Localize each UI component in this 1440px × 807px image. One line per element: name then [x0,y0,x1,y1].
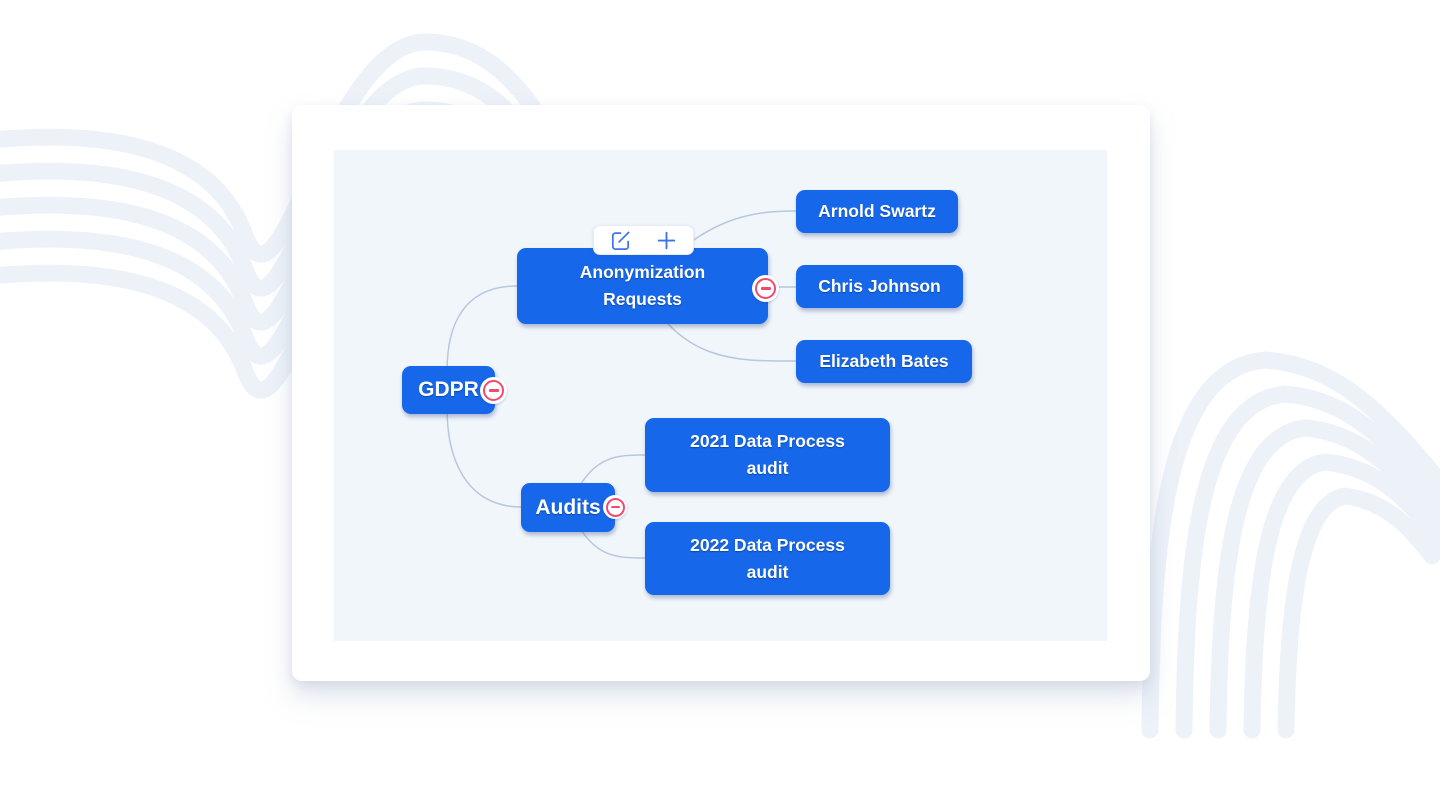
node-arnold-swartz[interactable]: Arnold Swartz [796,190,958,233]
node-label: GDPR [418,378,479,401]
node-label: Arnold Swartz [818,201,936,221]
edit-icon [611,230,630,250]
minus-icon [483,380,504,401]
add-child-node-button[interactable] [647,227,687,253]
node-2022-data-process-audit[interactable]: 2022 Data Process audit [645,522,890,595]
node-action-toolbar [593,225,694,255]
mindmap-canvas[interactable]: GDPR Anonymization Requests Arnold Swart… [334,150,1107,641]
minus-icon [605,497,625,517]
minus-icon [755,278,776,299]
collapse-button-gdpr[interactable] [480,377,507,404]
app-window-card: GDPR Anonymization Requests Arnold Swart… [292,105,1150,681]
node-elizabeth-bates[interactable]: Elizabeth Bates [796,340,972,383]
node-anonymization-requests[interactable]: Anonymization Requests [517,248,768,324]
collapse-button-anonymization[interactable] [752,275,779,302]
node-label: 2021 Data Process audit [690,431,845,478]
node-label: Audits [535,495,601,519]
node-label: Elizabeth Bates [819,351,949,371]
node-audits[interactable]: Audits [521,483,615,532]
node-label: Anonymization Requests [579,262,706,309]
collapse-button-audits[interactable] [603,495,627,519]
node-label: 2022 Data Process audit [690,534,845,582]
edit-node-button[interactable] [600,227,640,253]
plus-icon [657,231,676,249]
node-chris-johnson[interactable]: Chris Johnson [796,265,963,308]
node-2021-data-process-audit[interactable]: 2021 Data Process audit [645,418,890,492]
edge-gdpr-audits [446,389,522,508]
node-gdpr[interactable]: GDPR [402,366,495,414]
node-label: Chris Johnson [818,276,941,296]
